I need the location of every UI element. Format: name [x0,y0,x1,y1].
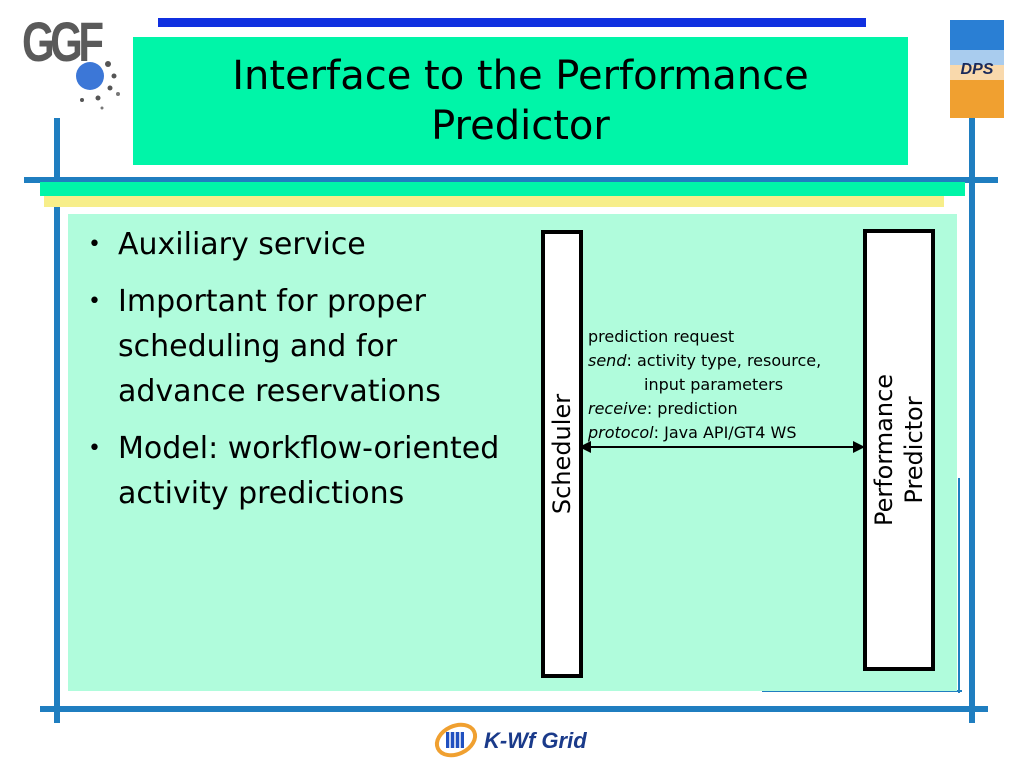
receive-label: receive [588,399,647,418]
ggf-logo: GGF [22,14,122,114]
frame-inner-right-line [958,478,960,693]
bullet-dot-icon: • [88,289,101,314]
message-request-line: prediction request [588,327,735,346]
message-annotation: prediction request send: activity type, … [588,325,873,445]
slide-title: Interface to the Performance Predictor [232,53,809,149]
frame-top-horizontal [24,177,998,183]
protocol-label: protocol [588,423,654,442]
send-label: send [588,351,627,370]
bidirectional-arrow-icon [579,441,865,453]
kwf-grid-logo-text: K-Wf Grid [484,728,587,753]
protocol-text: : Java API/GT4 WS [653,423,797,442]
title-shadow-band [44,196,944,207]
dps-logo-text: DPS [961,61,994,78]
bullet-item: • Model: workflow-oriented activity predi… [88,426,508,516]
ggf-logo-dots-icon [76,61,120,110]
bullet-dot-icon: • [88,436,101,461]
performance-predictor-label: Performance Predictor [869,374,929,526]
performance-predictor-label-line2: Predictor [900,396,928,504]
bullet-item: • Auxiliary service [88,222,508,267]
content-area [68,214,957,691]
frame-inner-bottom-line [762,690,962,692]
kwf-grid-logo: K-Wf Grid [430,714,610,764]
bullet-text: Important for proper scheduling and for … [118,284,441,409]
receive-text: : prediction [646,399,738,418]
frame-left-vertical [54,118,60,723]
message-protocol-line: protocol: Java API/GT4 WS [588,421,873,445]
ggf-logo-text: GGF [22,10,104,73]
bullet-item: • Important for proper scheduling and for… [88,279,508,414]
frame-right-vertical [969,118,975,723]
scheduler-box: Scheduler [541,230,583,678]
bullet-text: Model: workflow-oriented activity predic… [118,431,500,511]
send-text: : activity type, resource, [626,351,822,370]
message-receive-line: receive: prediction [588,397,873,421]
title-box: Interface to the Performance Predictor [133,37,908,165]
dps-logo: DPS [950,20,1004,118]
top-blue-bar [158,18,866,27]
performance-predictor-box: Performance Predictor [863,229,935,671]
performance-predictor-label-line1: Performance [870,373,898,527]
bullet-text: Auxiliary service [118,227,366,262]
bullet-dot-icon: • [88,232,101,257]
send-text-continued: input parameters [644,375,784,394]
message-send-line: send: activity type, resource, [588,349,873,373]
scheduler-label: Scheduler [548,393,576,515]
frame-bottom-horizontal [40,706,988,712]
bullet-list: • Auxiliary service • Important for proper… [88,222,508,528]
title-underline-band [40,182,965,196]
